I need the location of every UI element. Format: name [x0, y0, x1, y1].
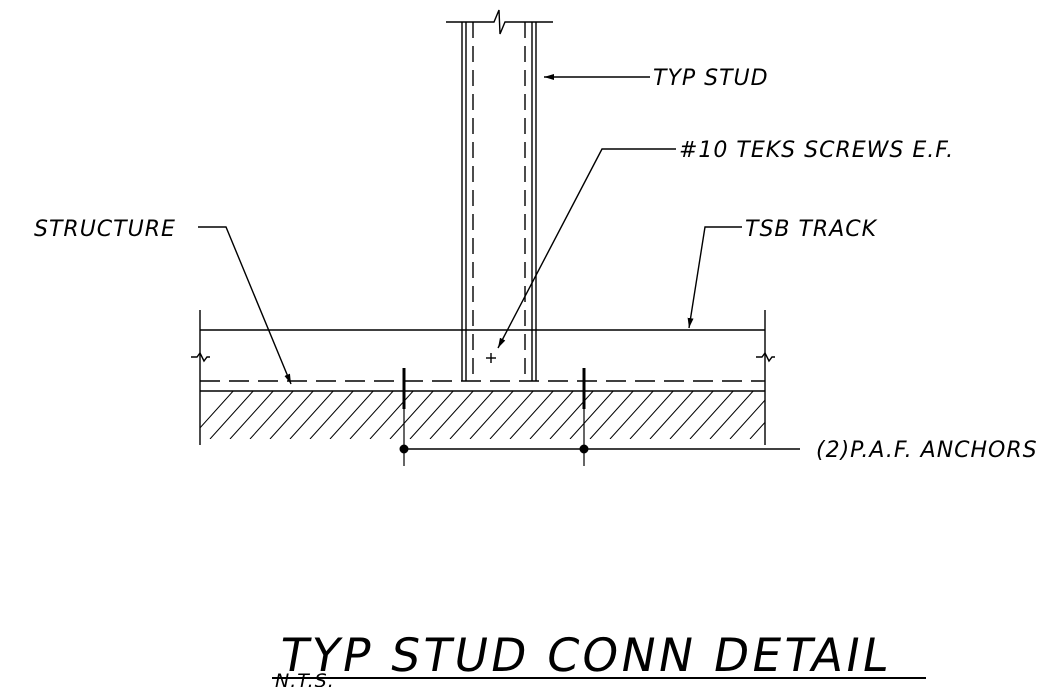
hatch-line [509, 391, 554, 439]
paf-anchors [399, 368, 800, 466]
hatch-line [549, 391, 594, 439]
leader-structure [198, 226, 292, 385]
hatch-line [289, 391, 334, 439]
label-tsb-track: TSB TRACK [745, 217, 878, 242]
label-paf-anchor: (2)P.A.F. ANCHORS [816, 438, 1038, 463]
hatch-line [389, 391, 434, 439]
detail-title: TYP STUD CONN DETAIL [275, 628, 896, 682]
hatch-line [569, 391, 614, 439]
label-teks-screws: #10 TEKS SCREWS E.F. [679, 138, 954, 163]
leaders [198, 74, 742, 385]
hatch-line [689, 391, 734, 439]
hatch-line [249, 391, 294, 439]
hatch-line [790, 391, 833, 439]
hatch-line [609, 391, 654, 439]
hatch-line [309, 391, 354, 439]
hatch-line [709, 391, 754, 439]
track-break-right [756, 351, 775, 363]
hatch-line [629, 391, 674, 439]
hatch-line [749, 421, 765, 439]
hatch-line [209, 391, 254, 439]
hatch-line [770, 391, 813, 439]
hatch-line [449, 391, 494, 439]
typ-stud [446, 9, 553, 381]
hatch-line [429, 391, 474, 439]
hatch-line [469, 391, 514, 439]
hatch-line [229, 391, 274, 439]
scale-note: N.T.S. [275, 670, 335, 687]
structure-hatch [200, 391, 853, 439]
hatch-line [200, 391, 234, 429]
hatch-line [669, 391, 714, 439]
hatch-line [589, 391, 634, 439]
label-structure: STRUCTURE [34, 217, 176, 242]
screw-mark [486, 353, 496, 363]
track-break-left [191, 351, 210, 363]
hatch-line [649, 391, 694, 439]
leader-teks-screws [497, 148, 676, 349]
label-typ-stud: TYP STUD [653, 66, 769, 91]
anchor-right-dot [579, 444, 589, 454]
hatch-line [489, 391, 534, 439]
hatch-line [349, 391, 394, 439]
hatch-line [810, 391, 853, 439]
hatch-line [529, 391, 574, 439]
leader-tsb-track [687, 226, 742, 329]
hatch-line [369, 391, 414, 439]
stud-break-line [446, 9, 553, 35]
hatch-line [269, 391, 314, 439]
hatch-line [729, 399, 765, 439]
anchor-left-dot [399, 444, 409, 454]
hatch-line [329, 391, 374, 439]
hatch-line [409, 391, 454, 439]
